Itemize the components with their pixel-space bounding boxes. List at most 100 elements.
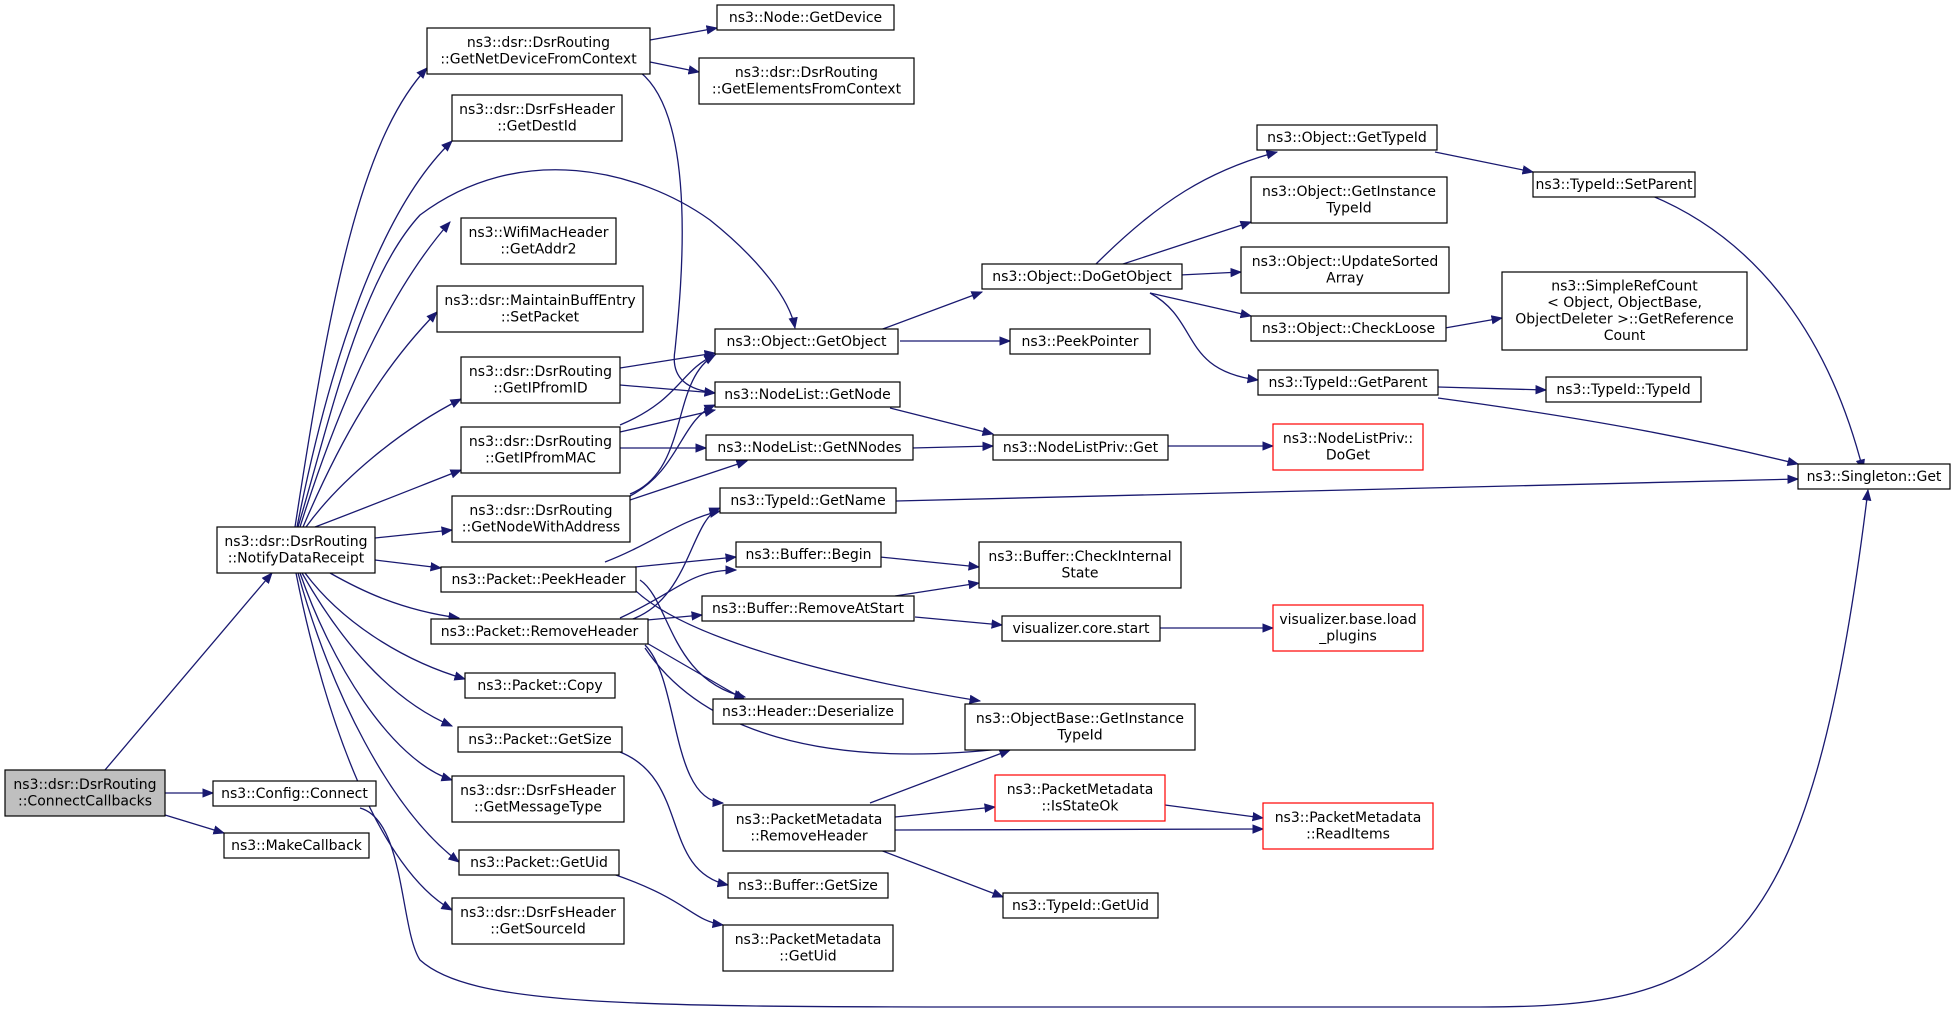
node-get-net-device-from-context[interactable]: ns3::dsr::DsrRouting::GetNetDeviceFromCo… [426,27,651,75]
node-box [714,381,901,408]
node-packet-peek-header[interactable]: ns3::Packet::PeekHeader [440,566,637,593]
node-nodelistpriv-do-get[interactable]: ns3::NodeListPriv::DoGet [1272,423,1424,471]
node-maintain-set-packet[interactable]: ns3::dsr::MaintainBuffEntry::SetPacket [436,285,644,333]
node-label: ::GetDestId [497,119,577,135]
node-box [436,285,644,333]
node-label: ns3::dsr::MaintainBuffEntry [444,293,635,309]
node-box [451,897,625,945]
node-label: TypeId [1056,728,1102,744]
node-label: ns3::dsr::DsrRouting [467,35,610,51]
edge-notify-getobject [297,169,798,528]
node-typeid-typeid[interactable]: ns3::TypeId::TypeId [1545,376,1702,403]
node-packet-remove-header[interactable]: ns3::Packet::RemoveHeader [430,618,649,645]
edge-dogetobject-updatesortedarray [1179,267,1243,278]
node-get-node-with-address[interactable]: ns3::dsr::DsrRouting::GetNodeWithAddress [451,495,631,543]
node-buffer-remove-at-start[interactable]: ns3::Buffer::RemoveAtStart [701,595,915,622]
node-fs-get-dest-id[interactable]: ns3::dsr::DsrFsHeader::GetDestId [451,94,623,142]
node-box [216,526,376,574]
node-box [1009,328,1151,355]
node-simple-ref-count-get-reference-count[interactable]: ns3::SimpleRefCount< Object, ObjectBase,… [1501,271,1748,351]
node-typeid-set-parent[interactable]: ns3::TypeId::SetParent [1532,171,1696,198]
node-packet-get-size[interactable]: ns3::Packet::GetSize [457,726,623,753]
node-connect-callbacks[interactable]: ns3::dsr::DsrRouting::ConnectCallbacks [4,769,166,817]
node-get-ip-from-mac[interactable]: ns3::dsr::DsrRouting::GetIPfromMAC [460,426,621,474]
node-box [698,57,915,105]
node-label: ns3::TypeId::GetName [730,493,885,509]
node-box [1272,423,1424,471]
node-box [1532,171,1696,198]
node-box [223,832,370,859]
edge-dogetobject-checkloose [1149,292,1253,319]
node-metadata-get-uid[interactable]: ns3::PacketMetadata::GetUid [722,924,894,972]
call-edges [104,25,1872,1008]
edge-notify-getipfrommac [314,469,463,528]
edge-metadataremoveheader-readitems [894,824,1265,834]
edge-dogetobject-gettypeid [1094,150,1279,266]
node-label: ObjectDeleter >::GetReference [1515,312,1733,328]
edge-notify-setpacket [302,311,438,528]
node-typeid-get-uid[interactable]: ns3::TypeId::GetUid [1002,892,1159,919]
edge-getnodewithaddress-getnnodes [629,459,749,501]
node-box [1002,892,1159,919]
node-label: ns3::dsr::DsrRouting [13,777,156,793]
node-box [440,566,637,593]
node-fs-get-source-id[interactable]: ns3::dsr::DsrFsHeader::GetSourceId [451,897,625,945]
node-metadata-is-state-ok[interactable]: ns3::PacketMetadata::IsStateOk [994,774,1166,822]
node-wifi-get-addr2[interactable]: ns3::WifiMacHeader::GetAddr2 [460,217,617,265]
edge-checkloose-getreferencecount [1444,315,1504,329]
node-box [464,672,616,699]
node-get-elements-from-context[interactable]: ns3::dsr::DsrRouting::GetElementsFromCon… [698,57,915,105]
node-object-get-type-id[interactable]: ns3::Object::GetTypeId [1256,124,1438,151]
node-label: ns3::Buffer::GetSize [738,878,878,894]
node-make-callback[interactable]: ns3::MakeCallback [223,832,370,859]
node-label: ns3::NodeListPriv:: [1283,431,1413,447]
node-get-ip-from-id[interactable]: ns3::dsr::DsrRouting::GetIPfromID [460,356,621,404]
node-nodelist-get-node[interactable]: ns3::NodeList::GetNode [714,381,901,408]
node-label: ::SetPacket [501,310,580,326]
edge-getnnodes-nodelistprivget [911,441,995,451]
node-box [722,924,894,972]
edge-packetgetuid-metadatagetuid [609,872,725,929]
node-config-connect[interactable]: ns3::Config::Connect [212,780,377,807]
node-label: ::GetNodeWithAddress [462,520,620,536]
node-label: ::GetNetDeviceFromContext [440,52,637,68]
node-object-do-get-object[interactable]: ns3::Object::DoGetObject [981,263,1183,290]
node-packet-get-uid[interactable]: ns3::Packet::GetUid [458,849,620,876]
node-label: ns3::Singleton::Get [1807,469,1942,485]
node-label: ::GetSourceId [490,922,585,938]
edge-removeatstart-checkinternalstate [894,579,981,597]
node-box [458,849,620,876]
node-nodelistpriv-get[interactable]: ns3::NodeListPriv::Get [992,434,1169,461]
edge-notify-packetgetuid [297,572,460,863]
node-singleton-get[interactable]: ns3::Singleton::Get [1797,463,1951,490]
node-label: ns3::SimpleRefCount [1551,279,1698,295]
edge-notify-packetgetsize [301,572,454,727]
node-buffer-get-size[interactable]: ns3::Buffer::GetSize [727,872,889,899]
node-object-check-loose[interactable]: ns3::Object::CheckLoose [1250,315,1447,342]
node-notify-data-receipt[interactable]: ns3::dsr::DsrRouting::NotifyDataReceipt [216,526,376,574]
node-typeid-get-parent[interactable]: ns3::TypeId::GetParent [1257,369,1439,396]
node-metadata-read-items[interactable]: ns3::PacketMetadata::ReadItems [1262,802,1434,850]
node-object-get-object[interactable]: ns3::Object::GetObject [714,328,899,355]
node-node-get-device[interactable]: ns3::Node::GetDevice [716,4,895,31]
node-nodelist-get-n-nodes[interactable]: ns3::NodeList::GetNNodes [705,434,914,461]
node-box [981,263,1183,290]
node-header-deserialize[interactable]: ns3::Header::Deserialize [712,698,904,725]
node-typeid-get-name[interactable]: ns3::TypeId::GetName [719,487,897,514]
node-packet-copy[interactable]: ns3::Packet::Copy [464,672,616,699]
node-peek-pointer[interactable]: ns3::PeekPointer [1009,328,1151,355]
node-visualizer-base-load-plugins[interactable]: visualizer.base.load_plugins [1272,604,1424,652]
edge-notify-peekheader [374,559,443,572]
node-metadata-remove-header[interactable]: ns3::PacketMetadata::RemoveHeader [722,804,896,852]
node-fs-get-message-type[interactable]: ns3::dsr::DsrFsHeader::GetMessageType [451,775,625,823]
node-buffer-begin[interactable]: ns3::Buffer::Begin [735,541,882,568]
node-label: ns3::TypeId::TypeId [1556,382,1690,398]
edge-peekheader-deserialize [639,579,747,700]
node-visualizer-core-start[interactable]: visualizer.core.start [1001,615,1161,642]
node-label: ns3::Packet::PeekHeader [452,572,626,588]
edge-removeheader-getname [629,507,722,621]
